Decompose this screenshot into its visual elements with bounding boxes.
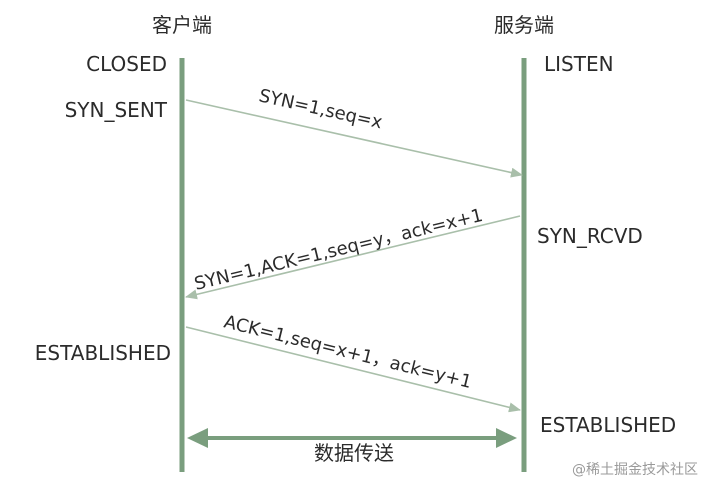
client-state-closed: CLOSED [86, 52, 167, 76]
client-state-established: ESTABLISHED [35, 341, 171, 365]
message-label-ack: ACK=1,seq=x+1，ack=y+1 [222, 311, 474, 392]
message-arrow-syn-ack [185, 215, 521, 300]
message-label-syn-ack: SYN=1,ACK=1,seq=y，ack=x+1 [192, 205, 485, 295]
message-arrow-syn [185, 99, 523, 178]
message-arrow-ack [185, 326, 521, 413]
data-transfer-arrow [187, 428, 517, 448]
server-state-syn-rcvd: SYN_RCVD [537, 224, 643, 248]
server-state-established: ESTABLISHED [540, 413, 676, 437]
data-transfer-label: 数据传送 [314, 441, 394, 465]
watermark-text: @稀土掘金技术社区 [572, 462, 698, 478]
data-transfer-label-bg [300, 441, 410, 467]
client-title: 客户端 [152, 13, 212, 37]
message-label-syn: SYN=1,seq=x [257, 85, 385, 133]
server-state-listen: LISTEN [544, 52, 614, 76]
server-title: 服务端 [494, 13, 554, 37]
client-state-syn-sent: SYN_SENT [65, 98, 168, 122]
